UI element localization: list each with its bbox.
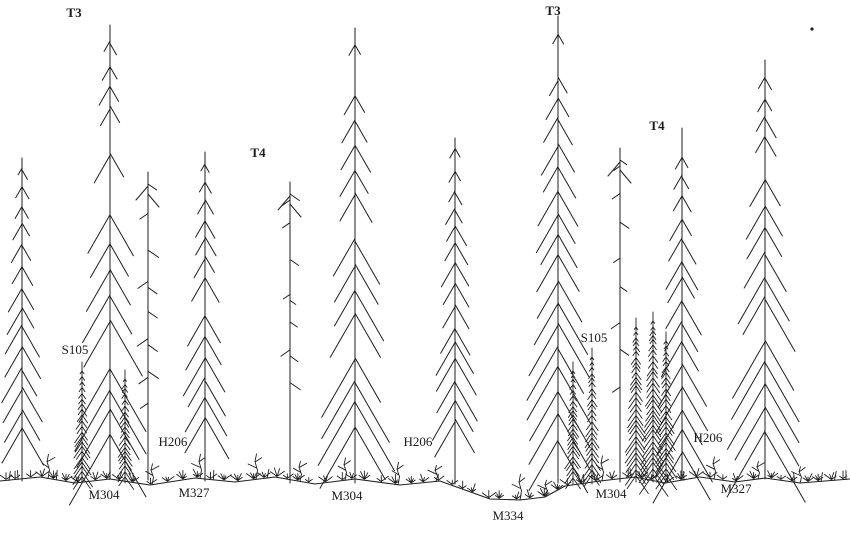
ink-dot	[810, 27, 814, 31]
label-h206-c: H206	[694, 430, 723, 445]
tree	[726, 59, 806, 503]
label-t3-left: T3	[66, 5, 82, 20]
tree	[652, 127, 713, 504]
snag-stem	[607, 147, 632, 483]
herb-sprig	[706, 456, 721, 480]
herb-sprig	[427, 464, 443, 482]
label-h206-a: H206	[159, 434, 188, 449]
label-m334: M334	[492, 508, 524, 523]
label-s105-left: S105	[62, 342, 89, 357]
herb-sprig	[537, 479, 553, 497]
herb-sprig	[145, 463, 160, 486]
label-h206-b: H206	[404, 434, 433, 449]
label-s105-right: S105	[581, 330, 608, 345]
tree	[182, 151, 230, 482]
label-t4-left: T4	[250, 145, 266, 160]
label-m304-a: M304	[88, 487, 120, 502]
sapling-spruce	[72, 361, 93, 490]
label-t3-right: T3	[545, 3, 561, 18]
tree	[317, 27, 395, 489]
tree	[432, 137, 478, 485]
herb-sprig	[751, 461, 765, 480]
herb-sprig	[337, 457, 351, 481]
herb-sprig	[511, 473, 526, 501]
herb-sprig	[596, 455, 609, 482]
sapling-spruce	[583, 347, 602, 487]
sapling-spruce	[655, 331, 678, 491]
tree	[68, 24, 147, 506]
herb-sprig	[247, 453, 262, 480]
label-m304-c: M304	[595, 486, 627, 501]
sapling-spruce	[116, 369, 135, 490]
herb-sprig	[791, 466, 806, 484]
sapling-spruce	[564, 361, 583, 490]
tree	[526, 15, 592, 494]
tree	[1, 157, 44, 482]
ground-line	[0, 476, 850, 501]
snag-stem	[135, 171, 160, 481]
label-m304-b: M304	[331, 488, 363, 503]
herb-sprig	[42, 453, 56, 479]
sapling-spruce	[638, 311, 669, 497]
ground-vegetation	[0, 467, 848, 500]
label-t4-right: T4	[649, 118, 665, 133]
label-m327-b: M327	[720, 481, 752, 496]
sapling-spruce	[624, 317, 649, 494]
label-m327-a: M327	[178, 485, 210, 500]
snag-stem	[277, 181, 302, 484]
